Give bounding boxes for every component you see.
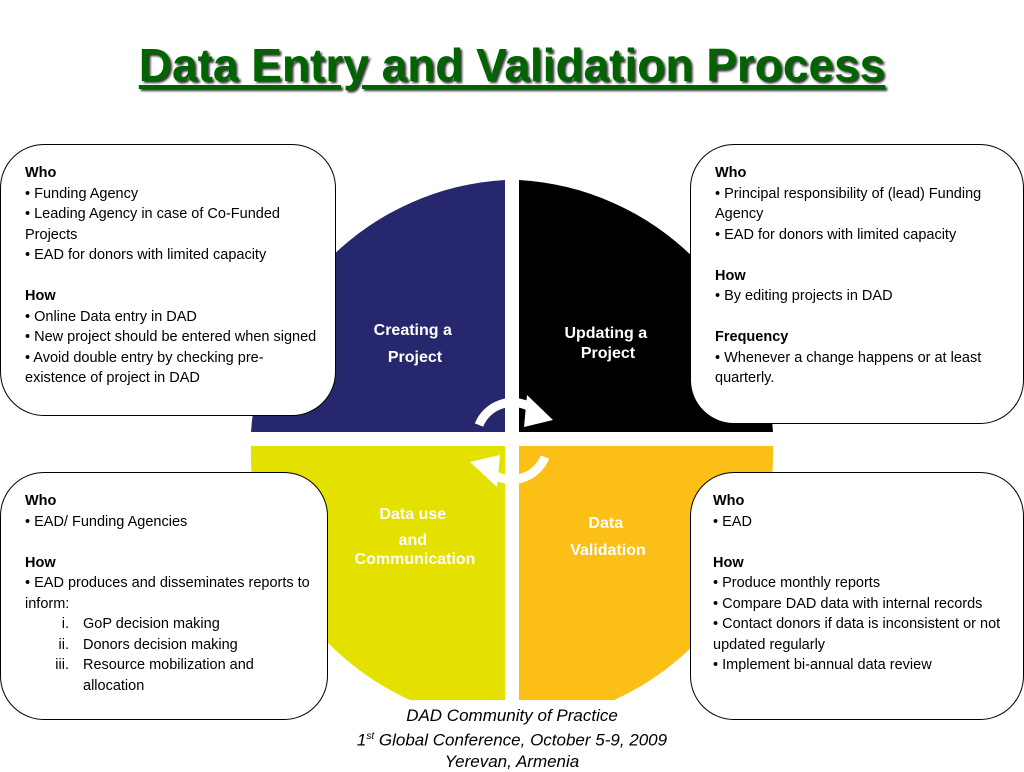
label-update: Updating a Project — [564, 325, 651, 362]
label-validate: Data Validation — [570, 515, 646, 559]
bullet: • Compare DAD data with internal records — [713, 595, 983, 612]
box-updating-project-details: Who • Principal responsibility of (lead)… — [690, 144, 1024, 424]
arrow-head-top — [524, 395, 553, 427]
label-create: Creating a Project — [374, 322, 457, 366]
numbered-list: i.GoP decision making ii.Donors decision… — [25, 614, 313, 696]
footer-line-1: DAD Community of Practice — [406, 706, 618, 725]
how-heading: How — [25, 288, 56, 304]
slide-title: Data Entry and Validation Process — [138, 39, 886, 91]
bullet: • Produce monthly reports — [713, 575, 881, 591]
list-item: iii.Resource mobilization and allocation — [55, 657, 254, 694]
conference-footer: DAD Community of Practice 1st Global Con… — [312, 705, 712, 772]
who-heading: Who — [715, 165, 747, 181]
how-heading: How — [713, 554, 744, 571]
list-item: i.GoP decision making — [61, 616, 220, 632]
bullet: • Implement bi-annual data review — [713, 657, 932, 673]
bullet: • Funding Agency — [25, 185, 139, 202]
box-data-validation-details: Who • EAD How • Produce monthly reports … — [690, 472, 1024, 720]
bullet: • Whenever a change happens or at least … — [715, 349, 982, 387]
footer-line-3: Yerevan, Armenia — [444, 751, 580, 771]
bullet: • By editing projects in DAD — [715, 288, 893, 304]
bullet: • Avoid double entry by checking pre-exi… — [25, 349, 264, 387]
frequency-heading: Frequency — [715, 329, 789, 345]
bullet: • Leading Agency in case of Co-Funded Pr… — [25, 206, 280, 243]
bullet: • EAD for donors with limited capacity — [715, 226, 957, 243]
box-creating-project-details: Who • Funding Agency • Leading Agency in… — [0, 144, 336, 416]
who-heading: Who — [713, 493, 745, 509]
bullet: • EAD produces and disseminates reports … — [25, 575, 310, 612]
bullet: • Online Data entry in DAD — [25, 308, 197, 325]
list-item: ii.Donors decision making — [58, 636, 238, 653]
bullet: • EAD — [713, 513, 752, 530]
how-heading: How — [25, 554, 56, 571]
bullet: • New project should be entered when sig… — [25, 329, 317, 345]
footer-line-2: 1st Global Conference, October 5-9, 2009 — [356, 730, 668, 750]
bullet: • Contact donors if data is inconsistent… — [713, 616, 1001, 653]
arrow-head-bottom — [470, 455, 500, 487]
cycle-arrows-icon — [474, 397, 550, 485]
bullet: • Principal responsibility of (lead) Fun… — [715, 185, 982, 223]
bullet: • EAD/ Funding Agencies — [25, 513, 188, 530]
who-heading: Who — [25, 165, 57, 181]
bullet: • EAD for donors with limited capacity — [25, 247, 267, 263]
how-heading: How — [715, 267, 746, 284]
box-data-use-details: Who • EAD/ Funding Agencies How • EAD pr… — [0, 472, 328, 720]
label-use: Data use and Communication — [355, 506, 476, 568]
who-heading: Who — [25, 493, 57, 509]
